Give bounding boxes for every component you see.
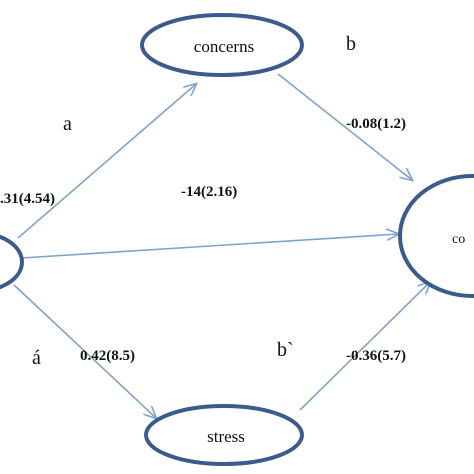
node-concerns	[140, 13, 304, 77]
coef-left-to-stress: 0.42(8.5)	[80, 348, 135, 364]
coef-left-to-concerns: .31(4.54)	[0, 191, 55, 207]
path-letter-b-prime: b`	[277, 339, 294, 361]
node-outcome-label: co	[452, 232, 465, 247]
node-left-partial	[0, 234, 24, 290]
path-letter-b: b	[346, 33, 356, 55]
arrow-left-to-concerns	[17, 84, 196, 239]
node-outcome	[398, 174, 474, 298]
coef-stress-to-outcome: -0.36(5.7)	[346, 348, 406, 364]
path-letter-a: a	[63, 113, 72, 135]
node-concerns-label: concerns	[194, 37, 254, 56]
arrow-left-to-outcome	[21, 234, 398, 259]
arrow-concerns-to-outcome	[277, 73, 412, 180]
node-stress	[144, 404, 304, 466]
path-letter-a-prime: á	[32, 347, 41, 369]
arrow-stress-to-outcome	[299, 282, 430, 411]
node-stress-label: stress	[207, 427, 245, 446]
coef-left-to-outcome: -14(2.16)	[181, 184, 237, 200]
coef-concerns-to-outcome: -0.08(1.2)	[346, 116, 406, 132]
arrow-left-to-stress	[13, 284, 156, 418]
